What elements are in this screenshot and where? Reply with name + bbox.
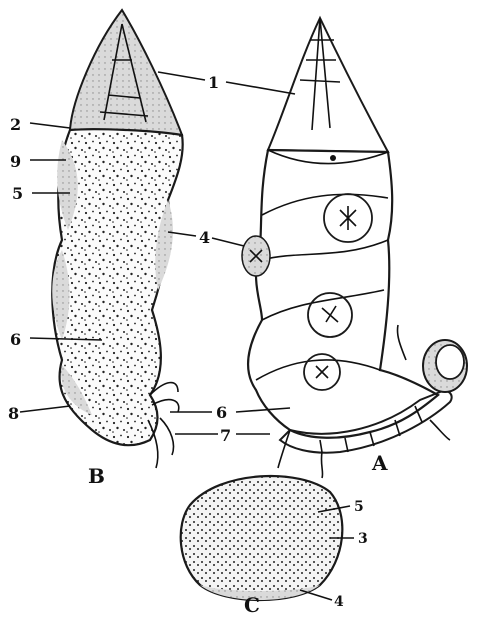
leader-2 (30, 123, 70, 128)
leader-4-right (212, 238, 244, 246)
specimen-c-body (181, 476, 343, 600)
specimen-a-apex-lines (300, 18, 340, 130)
label-8: 8 (8, 404, 19, 423)
panel-label-c: C (244, 593, 260, 617)
label-6-mid: 6 (216, 403, 227, 422)
label-1: 1 (208, 73, 219, 92)
panel-label-a: A (371, 451, 388, 475)
label-9: 9 (10, 152, 21, 171)
specimen-b (52, 10, 182, 468)
label-5-c: 5 (354, 499, 364, 515)
leader-1-left (158, 72, 205, 80)
leader-4-c (300, 590, 332, 600)
specimen-a-apex (268, 18, 388, 152)
label-7: 7 (220, 426, 231, 445)
label-5-b: 5 (12, 184, 23, 203)
panel-label-b: B (88, 464, 105, 488)
label-6-b: 6 (10, 330, 21, 349)
label-4-a: 4 (199, 228, 210, 247)
specimen-a-body (248, 150, 438, 438)
label-2: 2 (10, 115, 21, 134)
specimen-a-nucleus (330, 155, 336, 161)
leader-8 (20, 406, 70, 412)
leader-1-right (226, 82, 295, 94)
label-4-c: 4 (334, 594, 344, 610)
specimen-c (181, 476, 343, 600)
specimen-a-cup-rim (436, 345, 464, 379)
label-3-c: 3 (358, 531, 368, 547)
